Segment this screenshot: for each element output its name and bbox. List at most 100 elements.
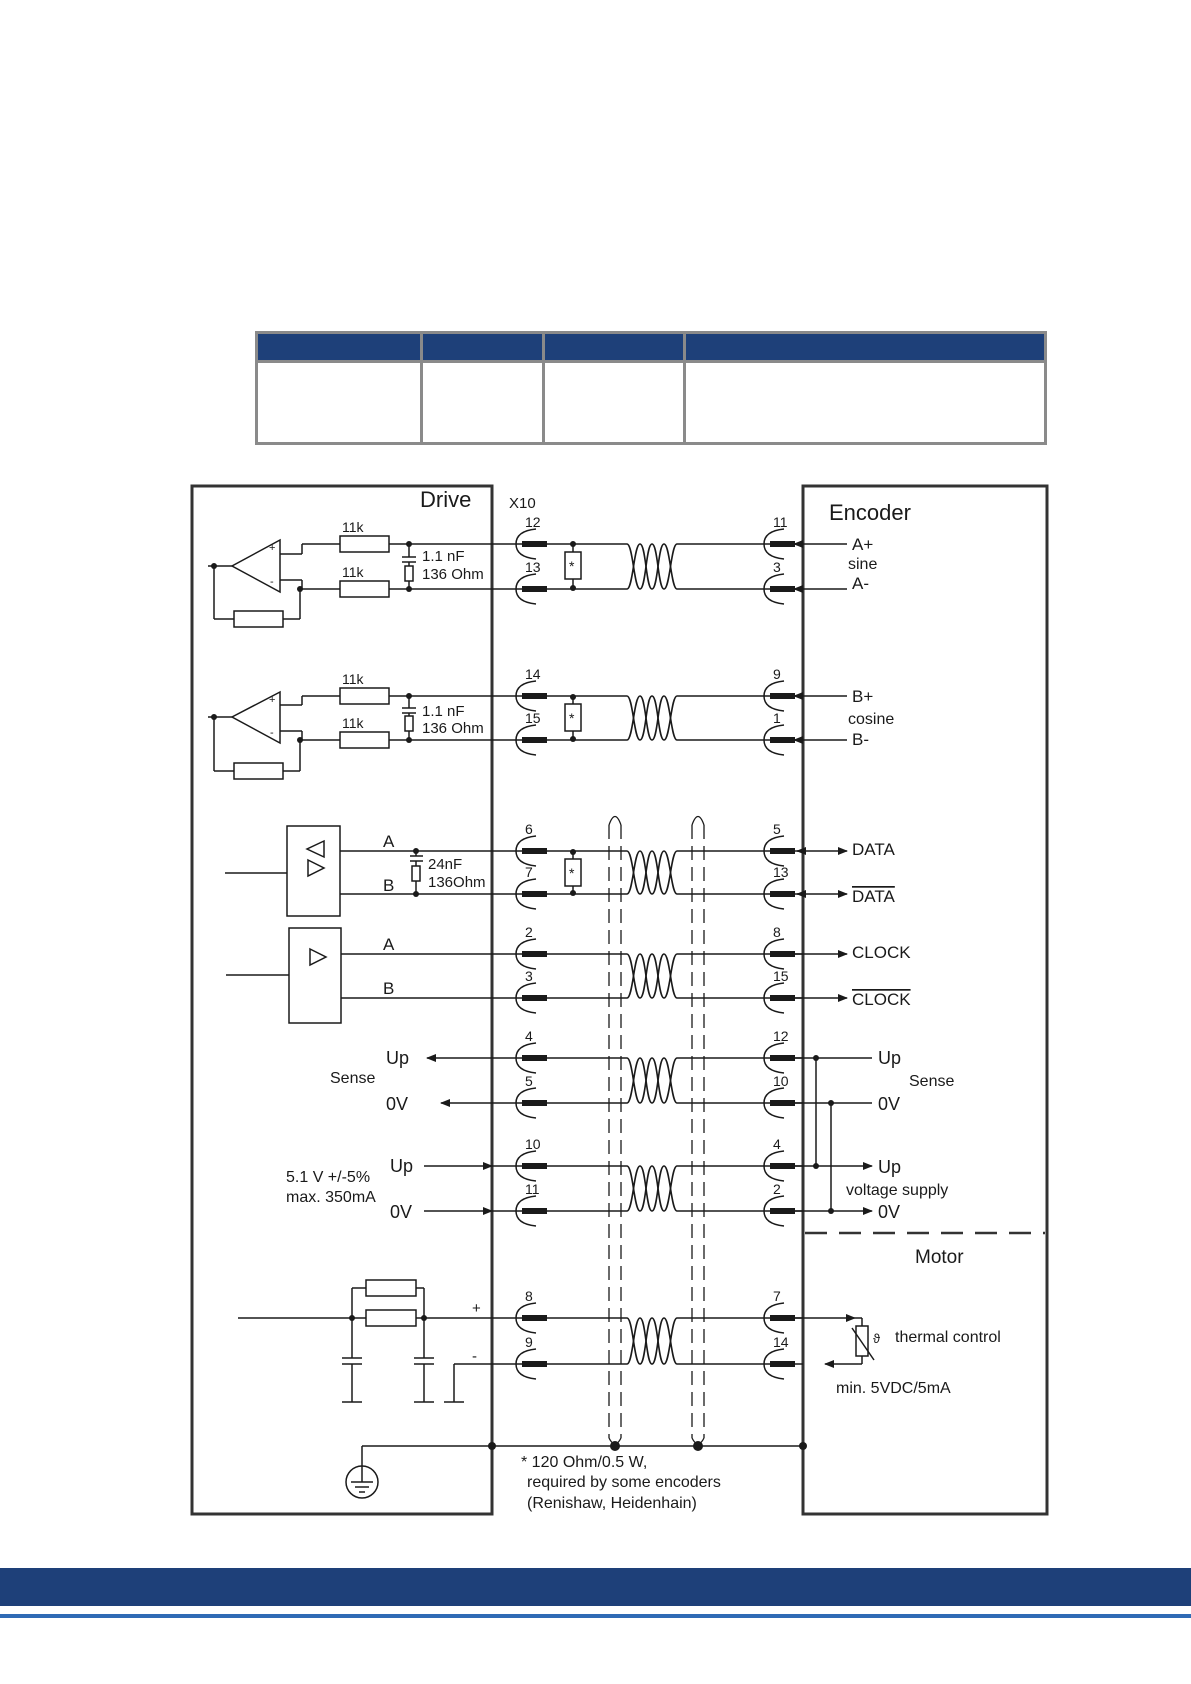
- connector-pin: [770, 951, 795, 957]
- connector-pin: [522, 891, 547, 897]
- connector-pin: [770, 891, 795, 897]
- resistor-label-11k: 11k: [342, 671, 365, 687]
- terminator-marker: *: [569, 865, 575, 881]
- encoder-pin-number: 1: [773, 710, 781, 726]
- connector-pin: [522, 1055, 547, 1061]
- drive-connector-icon: [515, 835, 537, 867]
- drive-arrows: [424, 1054, 493, 1215]
- footer-band: [0, 1568, 1191, 1606]
- thermal-control-label: thermal control: [895, 1329, 1001, 1346]
- drive-connector-icon: [515, 1302, 537, 1334]
- thermal-dots: [349, 1315, 427, 1321]
- encoder-data: DATA: [852, 840, 895, 859]
- svg-text:-: -: [270, 576, 274, 588]
- connector-pin: [522, 1315, 547, 1321]
- terminator-marker: *: [569, 710, 575, 726]
- drive-connector-icon: [515, 1087, 537, 1119]
- twisted-pair: [626, 1316, 678, 1366]
- encoder-b-minus: B-: [852, 730, 869, 749]
- drive-pin-number: 12: [525, 514, 541, 530]
- terminator-marker: *: [569, 558, 575, 574]
- note-line-2: required by some encoders: [527, 1474, 721, 1491]
- table-cell: [683, 360, 1047, 445]
- sine-filter-res: 136 Ohm: [422, 566, 484, 583]
- twisted-pair: [626, 1164, 678, 1213]
- encoder-pin-number: 8: [773, 924, 781, 940]
- clock-line-b-label: B: [383, 979, 394, 998]
- clock-line-a-label: A: [383, 935, 395, 954]
- encoder-connector-icon: [763, 573, 785, 605]
- twisted-pair: [626, 849, 678, 896]
- drive-title: Drive: [420, 487, 471, 512]
- encoder-pin-number: 2: [773, 1181, 781, 1197]
- cosine-filter-cap: 1.1 nF: [422, 703, 465, 720]
- encoder-clock-inv: CLOCK: [852, 990, 911, 1009]
- terminator-sine: *: [564, 541, 582, 591]
- encoder-pin-number: 10: [773, 1073, 789, 1089]
- note-line-3: (Renishaw, Heidenhain): [527, 1495, 697, 1512]
- encoder-pin-number: 7: [773, 1288, 781, 1304]
- header-cell: [420, 331, 545, 363]
- encoder-cosine: cosine: [848, 711, 894, 728]
- connector-pin: [770, 995, 795, 1001]
- table-cell: [420, 360, 545, 445]
- header-cell: [542, 331, 686, 363]
- connector-pin: [522, 693, 547, 699]
- encoder-a-plus: A+: [852, 535, 873, 554]
- drive-sense-label: Sense: [330, 1070, 375, 1087]
- encoder-connector-icon: [763, 1348, 785, 1380]
- connector-pin: [770, 1055, 795, 1061]
- thermistor-icon: [851, 1317, 875, 1365]
- encoder-b-plus: B+: [852, 687, 873, 706]
- encoder-connector-icon: [763, 1042, 785, 1074]
- connector-pin: [770, 1315, 795, 1321]
- connector-pin: [522, 1361, 547, 1367]
- encoder-connector-icon: [763, 1195, 785, 1227]
- connector-pin: [522, 541, 547, 547]
- connector-pin: [770, 1100, 795, 1106]
- drive-supply-up: Up: [390, 1156, 413, 1176]
- motor-min-spec: min. 5VDC/5mA: [836, 1380, 951, 1397]
- encoder-pin-number: 14: [773, 1334, 789, 1350]
- drive-pin-number: 15: [525, 710, 541, 726]
- cosine-filter-res: 136 Ohm: [422, 720, 484, 737]
- encoder-pin-number: 3: [773, 559, 781, 575]
- encoder-pin-number: 5: [773, 821, 781, 837]
- encoder-connector-icon: [763, 724, 785, 756]
- spec-table: [255, 331, 1047, 445]
- data-line-b-label: B: [383, 876, 394, 895]
- encoder-connector-icon: [763, 982, 785, 1014]
- encoder-sine: sine: [848, 556, 877, 573]
- drive-pin-number: 11: [525, 1181, 540, 1197]
- drive-pin-number: 6: [525, 821, 533, 837]
- drive-connector-icon: [515, 1042, 537, 1074]
- encoder-connector-icon: [763, 878, 785, 910]
- drive-supply-current: max. 350mA: [286, 1189, 376, 1206]
- svg-text:-: -: [270, 727, 274, 739]
- resistor-label-11k: 11k: [342, 715, 365, 731]
- connector-pin: [522, 1100, 547, 1106]
- connector-pin: [522, 995, 547, 1001]
- drive-pin-number: 9: [525, 1334, 533, 1350]
- drive-sense-0v: 0V: [386, 1094, 408, 1114]
- drive-connector-icon: [515, 1195, 537, 1227]
- terminator-data: *: [564, 849, 582, 896]
- thermal-plus: +: [472, 1300, 481, 1317]
- table-cell: [542, 360, 686, 445]
- drive-supply-0v: 0V: [390, 1202, 412, 1222]
- encoder-box: [801, 484, 1049, 1516]
- encoder-connector-icon: [763, 1150, 785, 1182]
- drive-supply-voltage: 5.1 V +/-5%: [286, 1169, 370, 1186]
- data-filter-cap: 24nF: [428, 856, 462, 873]
- thermal-minus: -: [472, 1348, 477, 1365]
- resistor-label-11k: 11k: [342, 564, 365, 580]
- thermistor-theta: ϑ: [873, 1331, 881, 1346]
- connector-pin: [770, 1361, 795, 1367]
- header-cell: [683, 331, 1047, 363]
- twisted-pair: [626, 542, 678, 591]
- drive-connector-icon: [515, 1348, 537, 1380]
- connector-pin: [522, 951, 547, 957]
- ground-bus-dots: [488, 1441, 807, 1451]
- encoder-sense-up: Up: [878, 1048, 901, 1068]
